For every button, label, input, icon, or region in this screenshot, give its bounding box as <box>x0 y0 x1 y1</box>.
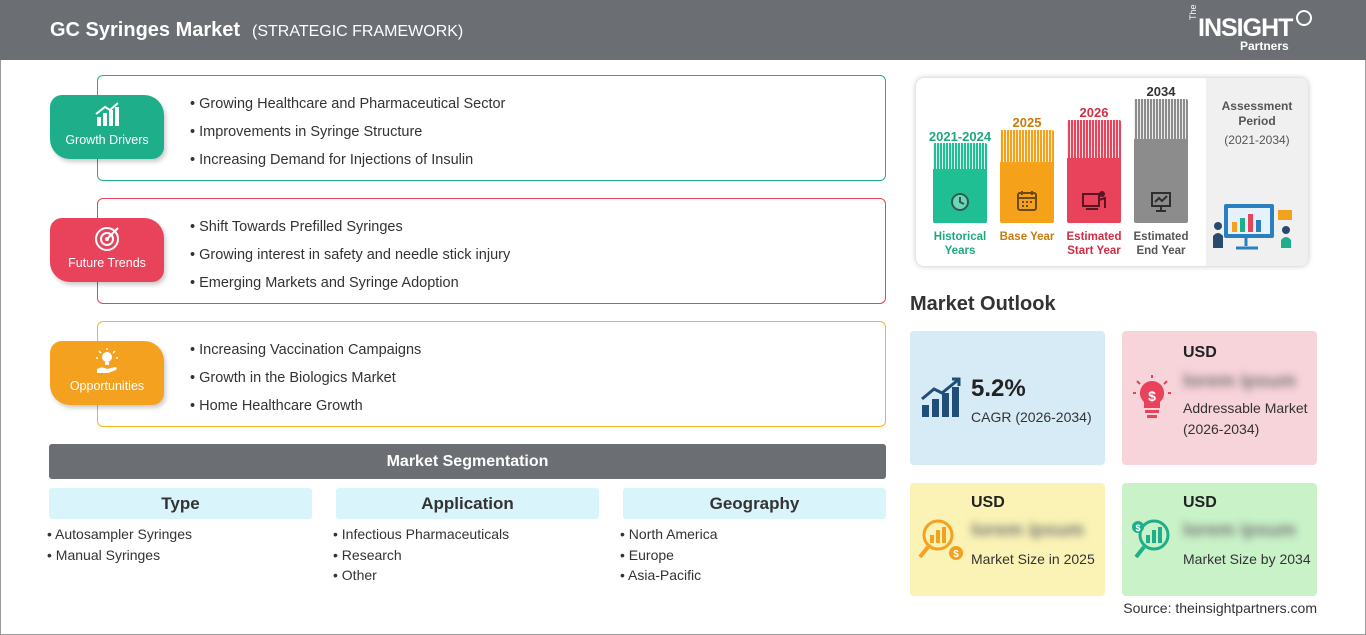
list-item: • Growing Healthcare and Pharmaceutical … <box>190 96 506 112</box>
list-item: • Increasing Vaccination Campaigns <box>190 342 422 358</box>
header-bar: GC Syringes Market (STRATEGIC FRAMEWORK)… <box>0 0 1366 60</box>
timeline-label-end: Estimated End Year <box>1133 231 1189 257</box>
calendar-icon <box>1017 191 1037 211</box>
dollar-bulb-icon: $ <box>1133 375 1171 418</box>
source-note[interactable]: Source: theinsightpartners.com <box>1123 600 1317 616</box>
svg-text:$: $ <box>1135 523 1140 533</box>
cagr-value: 5.2% <box>971 375 1026 402</box>
growth-bars-icon <box>921 377 961 417</box>
timeline-year-historical: 2021-2024 <box>928 129 992 144</box>
timeline-year-base: 2025 <box>1012 115 1042 130</box>
segment-list-application: • Infectious Pharmaceuticals • Research … <box>333 524 509 586</box>
future-trends-box: • Shift Towards Prefilled Syringes • Gro… <box>97 198 886 304</box>
assessment-years: (2021-2034) <box>1224 133 1290 147</box>
logo-the: The <box>1188 4 1198 20</box>
cagr-card: 5.2% CAGR (2026-2034) <box>910 331 1105 465</box>
logo-insight: INSIGHT <box>1198 14 1293 42</box>
opportunities-label: Opportunities <box>69 379 145 393</box>
list-item: • Manual Syringes <box>47 546 161 563</box>
segment-head-geography: Geography <box>623 488 886 519</box>
timeline-year-end: 2034 <box>1146 84 1176 99</box>
opportunities-list: • Increasing Vaccination Campaigns • Gro… <box>190 336 421 420</box>
timeline-label-historical: Historical Years <box>933 231 987 257</box>
svg-text:$: $ <box>953 549 959 560</box>
timeline-bar-historical <box>933 143 987 223</box>
market-segmentation-bar: Market Segmentation <box>49 444 886 479</box>
addressable-usd: USD <box>1183 344 1217 361</box>
list-item: • Home Healthcare Growth <box>190 398 363 414</box>
market-outlook-title: Market Outlook <box>910 293 1056 315</box>
assessment-label: Assessment Period <box>1221 99 1293 128</box>
market-size-2025-card: $ USD lorem ipsum Market Size in 2025 <box>910 483 1105 596</box>
size-2034-label: Market Size by 2034 <box>1183 551 1311 567</box>
timeline-label-base: Base Year <box>999 231 1055 243</box>
target-icon <box>95 227 119 251</box>
list-item: • Infectious Pharmaceuticals <box>333 526 510 542</box>
size-2025-value-blurred: lorem ipsum <box>971 520 1084 541</box>
size-2034-value-blurred: lorem ipsum <box>1183 520 1296 541</box>
timeline-label-start: Estimated Start Year <box>1066 231 1122 257</box>
size-2034-usd: USD <box>1183 494 1217 511</box>
list-item: • Europe <box>620 546 674 563</box>
growth-chart-icon <box>95 102 119 126</box>
growth-drivers-badge: Growth Drivers <box>50 95 164 159</box>
growth-drivers-label: Growth Drivers <box>65 133 149 147</box>
logo-partners: Partners <box>1240 39 1289 53</box>
page-title: GC Syringes Market <box>50 19 241 41</box>
addressable-label: Addressable Market (2026-2034) <box>1183 400 1308 437</box>
list-item: • Other <box>333 567 377 583</box>
list-item: • Autosampler Syringes <box>47 526 192 542</box>
list-item: • Shift Towards Prefilled Syringes <box>190 219 403 235</box>
size-2025-label: Market Size in 2025 <box>971 551 1095 567</box>
list-item: • Emerging Markets and Syringe Adoption <box>190 275 459 291</box>
market-size-2034-card: $ USD lorem ipsum Market Size by 2034 <box>1122 483 1317 596</box>
growth-drivers-list: • Growing Healthcare and Pharmaceutical … <box>190 90 505 174</box>
timeline-bar-start <box>1067 120 1121 223</box>
logo-ring-icon <box>1296 10 1312 26</box>
assessment-period: Assessment Period (2021-2034) <box>1206 99 1308 148</box>
page-subtitle: (STRATEGIC FRAMEWORK) <box>252 23 464 40</box>
timeline-year-start: 2026 <box>1079 105 1109 120</box>
magnifier-chart-icon: $ <box>918 519 963 560</box>
list-item: • Improvements in Syringe Structure <box>190 124 423 140</box>
assessment-timeline-card: 2021-2024 Historical Years 2025 Base Yea… <box>916 78 1308 266</box>
cagr-label: CAGR (2026-2034) <box>971 409 1092 425</box>
list-item: • Increasing Demand for Injections of In… <box>190 152 474 168</box>
list-item: • Growth in the Biologics Market <box>190 370 396 386</box>
size-2025-usd: USD <box>971 494 1005 511</box>
opportunities-badge: Opportunities <box>50 341 164 405</box>
segment-head-type: Type <box>49 488 312 519</box>
list-item: • Research <box>333 546 402 563</box>
list-item: • Growing interest in safety and needle … <box>190 247 511 263</box>
timeline-bar-base <box>1000 130 1054 223</box>
growth-drivers-box: • Growing Healthcare and Pharmaceutical … <box>97 75 886 181</box>
segment-head-application: Application <box>336 488 599 519</box>
future-trends-badge: Future Trends <box>50 218 164 282</box>
addressable-value-blurred: lorem ipsum <box>1183 371 1296 392</box>
list-item: • Asia-Pacific <box>620 567 702 583</box>
segment-list-type: • Autosampler Syringes • Manual Syringes <box>47 524 192 565</box>
insight-partners-logo[interactable]: The INSIGHT Partners <box>1188 4 1318 54</box>
segment-list-geography: • North America • Europe • Asia-Pacific <box>620 524 718 586</box>
magnifier-growth-icon: $ <box>1132 519 1170 559</box>
presentation-end-icon <box>1151 192 1171 212</box>
addressable-market-card: $ USD lorem ipsum Addressable Market (20… <box>1122 331 1317 465</box>
timeline-bar-end <box>1134 99 1188 223</box>
svg-text:$: $ <box>1148 388 1156 404</box>
list-item: • North America <box>620 526 718 542</box>
future-trends-label: Future Trends <box>68 256 146 270</box>
analytics-illustration-icon <box>1213 204 1292 250</box>
future-trends-list: • Shift Towards Prefilled Syringes • Gro… <box>190 213 510 297</box>
presentation-start-icon <box>1082 191 1106 210</box>
history-clock-icon <box>951 193 969 211</box>
lightbulb-hand-icon <box>96 348 118 373</box>
opportunities-box: • Increasing Vaccination Campaigns • Gro… <box>97 321 886 427</box>
